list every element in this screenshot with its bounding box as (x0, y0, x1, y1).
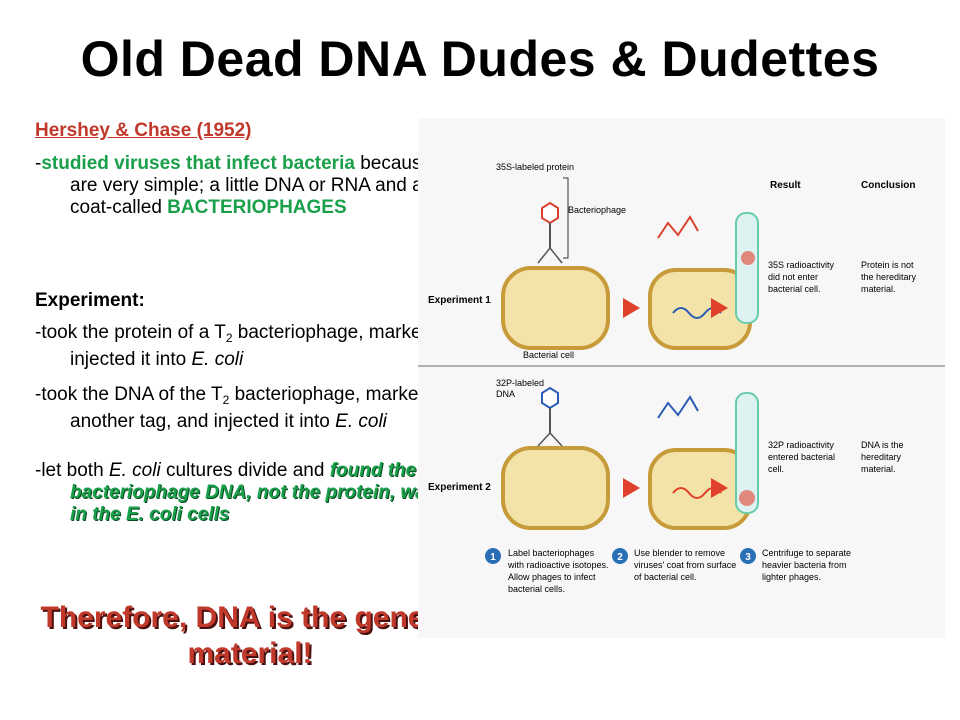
test-tube-1 (735, 212, 759, 324)
phage-coats (657, 395, 699, 419)
svg-text:1: 1 (490, 552, 496, 563)
arrow-icon (711, 478, 728, 498)
experiment-label: Experiment: (35, 290, 145, 311)
subscript: 2 (222, 393, 230, 407)
labeled-protein-label: 35S-labeled protein (496, 162, 574, 172)
paragraph-result: -let both E. coli cultures divide and fo… (35, 460, 500, 526)
text: -took the protein of a T (35, 322, 226, 343)
author-amp: & (110, 120, 135, 141)
test-tube-2 (735, 392, 759, 514)
term-bacteriophages: BACTERIOPHAGES (167, 197, 347, 218)
paragraph-protein: -took the protein of a T2 bacteriophage,… (35, 322, 500, 371)
subscript: 2 (225, 331, 233, 345)
text: cultures divide and (160, 460, 330, 481)
dash: - (35, 153, 42, 174)
radioactive-spot (739, 490, 755, 506)
text: -took the DNA of the T (35, 384, 223, 405)
year: (1952) (191, 120, 252, 141)
arrow-icon (711, 298, 728, 318)
finding: found the bacteriophage DNA, not the pro… (70, 460, 495, 525)
experiment-2-label: Experiment 2 (428, 482, 491, 493)
phage-icon (537, 386, 563, 447)
arrow-icon (623, 478, 640, 498)
bacteriophage-label: Bacteriophage (568, 205, 626, 215)
paragraph-dna: -took the DNA of the T2 bacteriophage, m… (35, 384, 500, 433)
page-title: Old Dead DNA Dudes & Dudettes (80, 31, 880, 87)
radioactive-spot (741, 251, 755, 265)
author-chase: Chase (134, 120, 192, 141)
author-hershey: Hershey (35, 120, 110, 141)
green-phrase: studied viruses that infect bacteria (41, 153, 355, 174)
figure-background (418, 118, 945, 638)
authors-heading: Hershey & Chase (1952) (35, 120, 465, 142)
conclusion-header: Conclusion (861, 180, 915, 191)
experiment-1-label: Experiment 1 (428, 295, 491, 306)
bacterial-cell-3 (501, 446, 610, 530)
svg-text:2: 2 (617, 552, 623, 563)
arrow-icon (623, 298, 640, 318)
text: -let both (35, 460, 109, 481)
phage-coats (657, 215, 699, 239)
result-header: Result (770, 180, 801, 191)
conclusion: Therefore, DNA is the genetic material! (40, 601, 460, 670)
phage-icon (537, 201, 563, 264)
bacterial-cell-1 (501, 266, 610, 350)
bracket (563, 177, 569, 259)
species: E. coli (335, 411, 387, 432)
species: E. coli (191, 349, 244, 370)
bacterial-cell-label: Bacterial cell (523, 350, 574, 360)
species: E. coli (108, 460, 161, 481)
svg-text:3: 3 (745, 552, 751, 563)
hershey-chase-diagram: 35S-labeled protein Bacteriophage Result… (418, 118, 945, 638)
